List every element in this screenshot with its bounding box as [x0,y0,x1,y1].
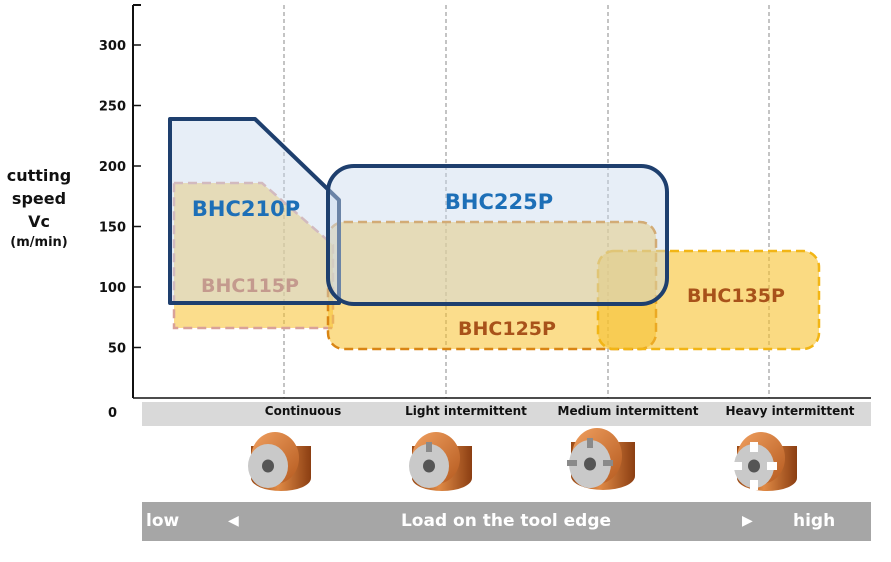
load-high-label: high [793,511,836,531]
label-bhc125p: BHC125P [458,318,556,340]
y-tick-label: 200 [99,160,126,175]
category-continuous: Continuous [264,404,342,418]
y-axis-unit: (m/min) [10,235,68,250]
category-heavy-intermittent: Heavy intermittent [725,404,855,418]
workpiece-light-intermittent-icon [409,432,472,491]
label-bhc210p: BHC210P [192,197,300,221]
y-axis-label-line1: cutting [6,166,72,185]
y-tick-label: 100 [99,281,126,296]
y-tick-label: 250 [99,100,126,115]
region-bhc135p [596,249,821,351]
y-tick-label: 0 [108,406,117,421]
y-tick-label: 150 [99,221,126,236]
y-axis-label-line2: speed [11,189,67,208]
category-light-intermittent: Light intermittent [405,404,527,418]
left-arrow-icon: ◀ [228,513,239,529]
label-bhc115p: BHC115P [201,275,299,297]
region-bhc225p [326,164,669,306]
category-strip [142,402,871,426]
category-medium-intermittent: Medium intermittent [557,404,699,418]
workpiece-heavy-intermittent-icon [732,432,797,491]
load-low-label: low [146,511,180,531]
y-tick-label: 300 [99,39,126,54]
y-axis-ticks: 0 50 100 150 200 250 300 [99,39,141,421]
label-bhc135p: BHC135P [687,285,785,307]
region-bhc210p [168,117,341,305]
workpiece-medium-intermittent-icon [567,428,635,490]
label-bhc225p: BHC225P [445,190,553,214]
load-axis-title: Load on the tool edge [400,511,612,531]
y-axis-label-line3: Vc [28,212,50,231]
right-arrow-icon: ▶ [742,513,753,529]
y-tick-label: 50 [108,342,126,357]
load-bar [142,502,871,541]
workpiece-continuous-icon [248,432,311,491]
